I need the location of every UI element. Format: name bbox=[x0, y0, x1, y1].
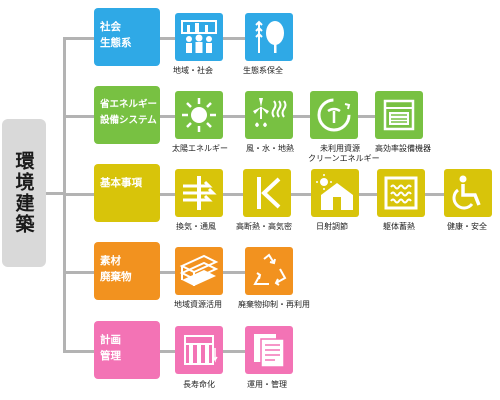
sun-icon bbox=[182, 98, 216, 132]
tile-equipment bbox=[375, 91, 423, 139]
category-label: 設備システム bbox=[100, 115, 157, 126]
item-label: 運用・管理 bbox=[247, 380, 287, 389]
item-label: 高効率設備機器 bbox=[375, 144, 431, 153]
tile-clean-energy bbox=[310, 91, 358, 139]
category-society: 社会 生態系 bbox=[94, 8, 160, 66]
clean-energy-icon bbox=[317, 98, 351, 132]
connector-stub bbox=[46, 192, 64, 195]
item-label: 未利用資源 bbox=[320, 144, 360, 153]
sunlight-house-icon bbox=[316, 174, 353, 210]
lumber-icon bbox=[179, 254, 219, 286]
item-label: 地域資源活用 bbox=[174, 300, 222, 309]
wind-water-heat-icon bbox=[253, 98, 287, 127]
category-label: 生態系 bbox=[100, 37, 132, 49]
item-label: 生態系保全 bbox=[243, 66, 283, 75]
tile-health bbox=[444, 169, 492, 217]
connector-branch bbox=[63, 350, 94, 353]
tile-operation bbox=[245, 326, 293, 374]
wheelchair-icon bbox=[452, 175, 481, 210]
item-label: 風・水・地熱 bbox=[246, 144, 294, 153]
item-label: 日射調節 bbox=[316, 222, 348, 231]
tile-lumber bbox=[175, 247, 223, 295]
connector-branch bbox=[63, 37, 94, 40]
root-block: 環境建築 bbox=[2, 119, 46, 267]
category-label: 管理 bbox=[100, 350, 121, 362]
tile-insulation bbox=[243, 169, 291, 217]
tile-ecosystem bbox=[245, 13, 293, 61]
trees-icon bbox=[255, 20, 284, 53]
category-label: 素材 bbox=[100, 255, 121, 267]
connector-branch bbox=[63, 193, 94, 196]
ventilation-icon bbox=[183, 176, 217, 210]
community-icon bbox=[181, 20, 217, 53]
category-basics: 基本事項 bbox=[94, 164, 160, 222]
thermal-mass-icon bbox=[384, 176, 418, 210]
item-label: 高断熱・高気密 bbox=[236, 222, 292, 231]
item-label: 地域・社会 bbox=[173, 66, 213, 75]
row-line-basics bbox=[160, 193, 460, 196]
equipment-icon bbox=[383, 99, 415, 131]
item-label: 太陽エネルギー bbox=[172, 144, 228, 153]
tile-wind-water bbox=[245, 91, 293, 139]
tile-thermal-mass bbox=[377, 169, 425, 217]
category-label: 計画 bbox=[100, 334, 121, 346]
item-label: 廃棄物抑制・再利用 bbox=[238, 300, 310, 309]
recycle-icon bbox=[253, 253, 287, 286]
tile-recycle bbox=[245, 247, 293, 295]
tile-solar bbox=[175, 91, 223, 139]
tile-sunlight bbox=[311, 169, 359, 217]
category-planning: 計画 管理 bbox=[94, 321, 160, 379]
category-label: 廃棄物 bbox=[100, 271, 132, 283]
category-materials: 素材 廃棄物 bbox=[94, 242, 160, 300]
category-energy: 省エネルギー 設備システム bbox=[94, 86, 160, 144]
item-label: 躯体蓄熱 bbox=[383, 222, 415, 231]
tile-community bbox=[175, 13, 223, 61]
connector-branch bbox=[63, 271, 94, 274]
tile-long-life bbox=[175, 326, 223, 374]
category-label: 社会 bbox=[100, 21, 121, 33]
item-label-2: クリーンエネルギー bbox=[308, 154, 380, 163]
category-label: 基本事項 bbox=[100, 177, 142, 189]
item-label: 換気・通風 bbox=[176, 222, 216, 231]
item-label: 長寿命化 bbox=[183, 380, 215, 389]
long-life-icon bbox=[184, 335, 218, 365]
item-label: 健康・安全 bbox=[447, 222, 487, 231]
insulation-icon bbox=[257, 177, 281, 209]
root-label: 環境建築 bbox=[12, 151, 35, 235]
documents-icon bbox=[254, 334, 285, 368]
tile-ventilation bbox=[175, 169, 223, 217]
category-label: 省エネルギー bbox=[100, 99, 158, 110]
connector-branch bbox=[63, 115, 94, 118]
